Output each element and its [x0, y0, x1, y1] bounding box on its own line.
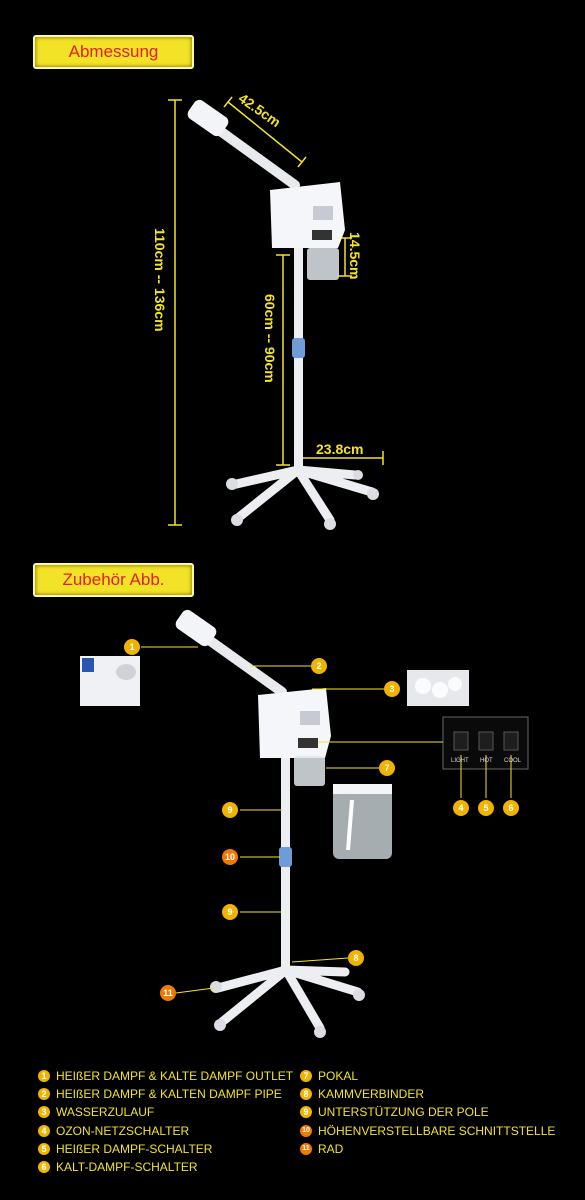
cup-closeup: [333, 784, 392, 859]
steamer-illustration-accessories: [175, 609, 365, 1038]
callout-9-lower: 9: [222, 904, 238, 920]
callout-3: 3: [384, 681, 400, 697]
pole-height-line: [276, 254, 290, 466]
callout-1: 1: [124, 639, 140, 655]
callout-8: 8: [348, 950, 364, 966]
switch-label-hot: HOT: [480, 758, 493, 764]
total-height-label: 110cm -- 136cm: [152, 228, 168, 332]
callout-7: 7: [379, 760, 395, 776]
callout-10: 10: [222, 849, 238, 865]
switch-label-cool: COOL: [504, 758, 522, 764]
nozzle-closeup: [80, 656, 140, 706]
callout-6: 6: [503, 800, 519, 816]
callout-4: 4: [453, 800, 469, 816]
leader-lines: [141, 646, 512, 994]
base-radius-label: 23.8cm: [316, 441, 364, 457]
callout-5: 5: [478, 800, 494, 816]
switch-label-light: LIGHT: [451, 758, 469, 764]
section-title-dimensions: Abmessung: [33, 35, 194, 69]
total-height-line: [168, 99, 182, 526]
pole-height-label: 60cm -- 90cm: [262, 294, 278, 383]
comb-connector-closeup: [407, 670, 469, 706]
callout-2: 2: [311, 658, 327, 674]
arm-length-line: [223, 96, 307, 168]
callout-9-upper: 9: [222, 802, 238, 818]
dimension-diagram: [168, 96, 384, 530]
callout-11: 11: [160, 985, 176, 1001]
accessories-diagram: [80, 609, 529, 1038]
section-title-accessories: Zubehör Abb.: [33, 563, 194, 597]
head-height-label: 14.5cm: [347, 232, 363, 280]
steamer-illustration: [187, 99, 379, 530]
